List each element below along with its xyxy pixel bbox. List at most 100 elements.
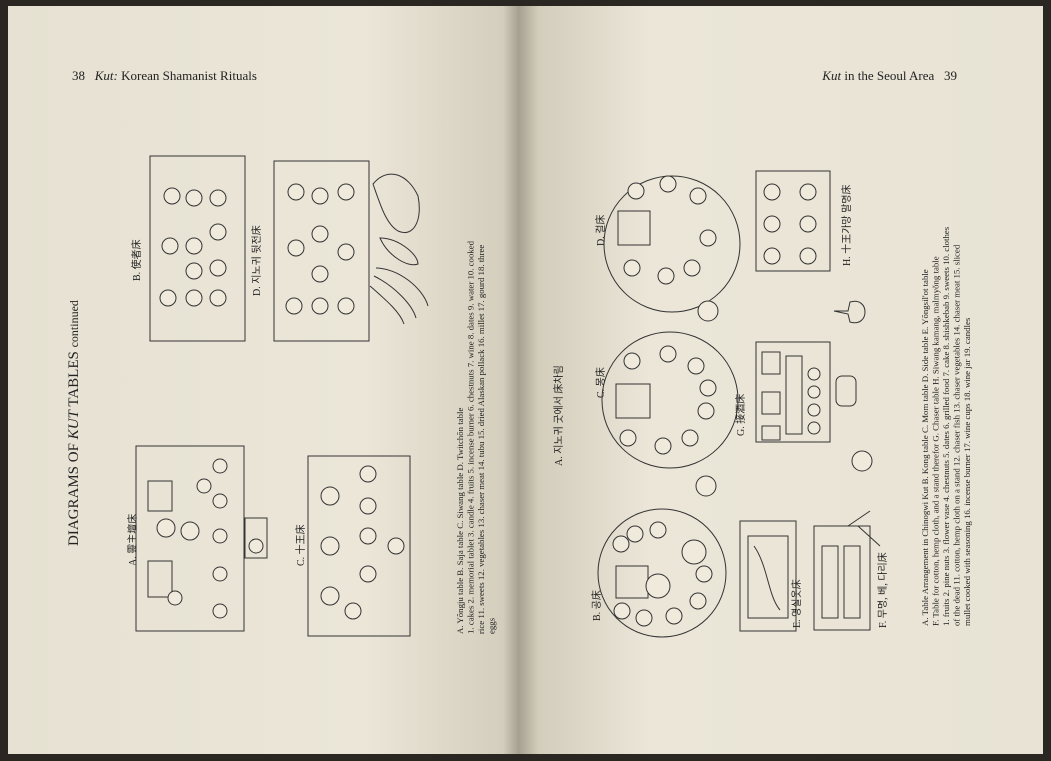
table-r-g-outline	[755, 341, 831, 443]
table-r-d-dish-6	[689, 187, 707, 205]
table-a-candle-1	[167, 590, 183, 606]
left-page-number: 38	[72, 68, 85, 83]
right-running-head-italic: Kut	[822, 68, 842, 83]
table-r-b-dish-8	[695, 565, 713, 583]
right-running-head-rest: in the Seoul Area	[844, 68, 935, 83]
fish-sketch	[369, 267, 429, 325]
table-a-fruit-5	[212, 458, 228, 474]
table-r-g-dish-2	[807, 403, 821, 417]
table-r-b-dish-4	[613, 602, 631, 620]
table-d-label: D. 지노귀 뒷전床	[250, 225, 263, 296]
table-r-b-dish-2	[626, 525, 644, 543]
table-r-c-dish-3	[654, 437, 672, 455]
table-r-c-cake	[615, 383, 651, 419]
table-a-tablet	[156, 518, 176, 538]
table-b-dish-11	[209, 189, 227, 207]
table-r-d-dish-2	[627, 182, 645, 200]
table-r-g-dish-1	[807, 421, 821, 435]
table-d-dish-10	[337, 183, 355, 201]
table-r-h-dish-1	[763, 247, 781, 265]
table-b-dish-4	[185, 289, 203, 307]
table-r-a-label: A. 지노귀 굿에서 床차림	[552, 365, 565, 466]
table-r-g-item-2	[761, 391, 781, 415]
table-r-h-dish-4	[799, 247, 817, 265]
table-b-dish-3	[163, 187, 181, 205]
table-b-dish-9	[209, 259, 227, 277]
table-r-c-outline	[601, 331, 739, 469]
table-r-d-dish-5	[683, 259, 701, 277]
table-r-h-outline	[755, 170, 831, 272]
table-a-cake	[147, 560, 173, 598]
table-r-f-stand-2	[843, 545, 861, 619]
table-r-g-label: G. 接酒床	[734, 394, 747, 436]
table-b-dish-2	[161, 237, 179, 255]
left-caption: A. Yŏngju table B. Saja table C. Siwang …	[455, 239, 497, 634]
table-b-label: B. 使者床	[130, 239, 143, 281]
table-a-incense	[180, 521, 200, 541]
table-c-dish-4	[344, 602, 362, 620]
table-r-d-dish-7	[699, 229, 717, 247]
table-c-dish-5	[359, 565, 377, 583]
table-r-h-label: H. 十王가망 말명床	[840, 184, 853, 266]
table-d-dish-3	[287, 183, 305, 201]
table-d-dish-8	[337, 297, 355, 315]
table-r-c-label: C. 몽床	[594, 367, 607, 398]
table-r-c-dish-2	[623, 352, 641, 370]
table-r-b-label: B. 공床	[590, 590, 603, 621]
table-c-outline	[307, 455, 411, 637]
table-r-h-dish-6	[799, 183, 817, 201]
table-r-d-label: D. 걸床	[594, 215, 607, 246]
table-r-c-dish-6	[687, 357, 705, 375]
table-r-f-outline	[813, 525, 871, 631]
table-r-d-dish-1	[623, 259, 641, 277]
table-r-g-wine-cup	[851, 450, 873, 472]
left-page: 38 Kut: Korean Shamanist Rituals DIAGRAM…	[8, 6, 518, 754]
table-r-g-item-3	[761, 351, 781, 375]
left-running-head-italic: Kut:	[94, 68, 118, 83]
right-running-head: Kut in the Seoul Area 39	[822, 68, 957, 84]
table-b-dish-6	[185, 237, 203, 255]
table-r-g-dish-3	[807, 385, 821, 399]
table-r-c-dish-4	[659, 345, 677, 363]
right-page: Kut in the Seoul Area 39 A. 지노귀 굿에서 床차림 …	[518, 6, 1043, 754]
table-r-h-dish-3	[763, 183, 781, 201]
table-r-h-dish-2	[763, 215, 781, 233]
table-r-b-dish-1	[612, 535, 630, 553]
table-r-g-long	[785, 355, 803, 435]
table-r-c-dish-7	[697, 402, 715, 420]
left-diagrams: DIAGRAMS OF KUT TABLES continued A. 靈主壇床…	[66, 155, 497, 637]
table-a-outline	[135, 445, 245, 632]
diagram-title: DIAGRAMS OF KUT TABLES continued	[66, 300, 82, 546]
left-running-head: 38 Kut: Korean Shamanist Rituals	[72, 68, 257, 84]
table-a-side-box	[244, 517, 268, 559]
table-a-fruit-1	[212, 603, 228, 619]
table-r-b-cake	[615, 565, 649, 599]
table-a-fruit-4	[212, 493, 228, 509]
table-r-b-candle	[695, 475, 717, 497]
table-b-dish-5	[185, 262, 203, 280]
table-a-side-dish	[248, 538, 264, 554]
table-b-dish-7	[185, 189, 203, 207]
table-r-d-dish-3	[657, 267, 675, 285]
table-c-dish-2	[320, 536, 340, 556]
table-a-label: A. 靈主壇床	[126, 514, 139, 566]
table-c-dish-6	[359, 527, 377, 545]
table-r-d-outline	[603, 175, 741, 313]
table-r-d-cake	[617, 210, 651, 246]
gourd-sketch	[372, 173, 420, 234]
table-d-dish-1	[285, 297, 303, 315]
table-b-outline	[149, 155, 246, 342]
table-r-b-outline	[597, 508, 727, 638]
egg-sketch	[379, 237, 419, 266]
table-b-dish-8	[209, 289, 227, 307]
cloth-fold	[847, 510, 881, 547]
right-caption: A. Table Arrangement in Chinogwi Kut B. …	[920, 225, 972, 626]
table-a-fruit-2	[212, 566, 228, 582]
table-d-dish-7	[311, 187, 329, 205]
table-r-b-dish-7	[689, 592, 707, 610]
table-d-dish-9	[337, 243, 355, 261]
table-c-dish-3	[320, 486, 340, 506]
table-a-cake-2	[147, 480, 173, 512]
table-r-g-item-1	[761, 425, 781, 441]
table-c-dish-9	[387, 537, 405, 555]
